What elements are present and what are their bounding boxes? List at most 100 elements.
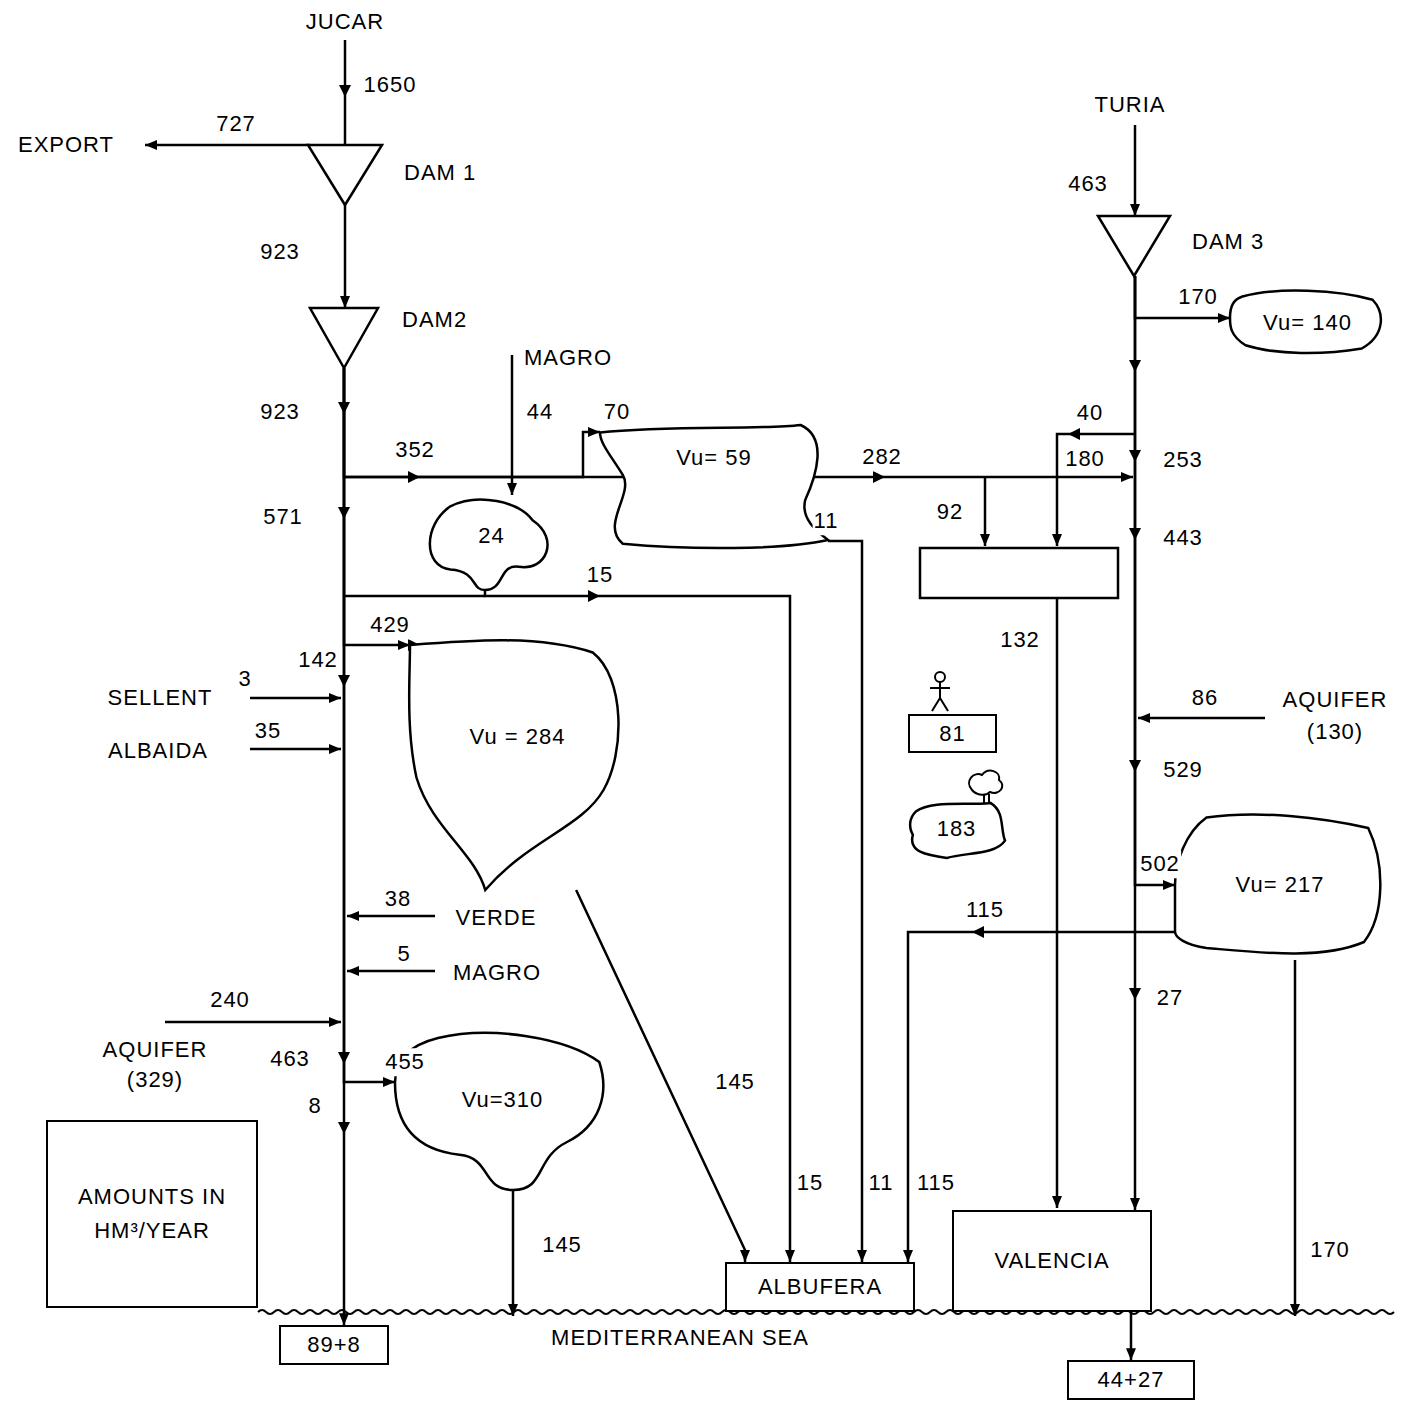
diagram-label: 8 [307, 1092, 322, 1120]
node-text: Vu= 217 [1236, 871, 1325, 899]
diagram-label: 571 [262, 503, 304, 531]
flow-amount: 70 [603, 398, 631, 426]
irrigated-area-outline [1230, 291, 1381, 353]
diagram-label: MAGRO [452, 959, 542, 987]
irrigated-area: Vu=310 [395, 1030, 610, 1190]
irrigated-area-outline [600, 425, 828, 548]
irrigated-area-outline [409, 640, 618, 890]
demand-area-outline [910, 803, 1005, 858]
diagram-label: 92 [936, 498, 964, 526]
dam-triangle: DAM2 [310, 308, 378, 368]
flow-connector [344, 368, 410, 645]
diagram-label: 27 [1156, 984, 1184, 1012]
supply-line [984, 477, 987, 546]
diagram-label: 132 [999, 626, 1041, 654]
flow-arrow [873, 471, 885, 483]
irrigated-area-outline [410, 640, 625, 890]
diagram-label: VERDE [455, 904, 538, 932]
irrigated-area-outline [600, 425, 828, 550]
flow-arrows [338, 85, 1141, 1134]
node-text: VALENCIA [994, 1247, 1109, 1275]
flow-connector [1135, 276, 1230, 318]
node-text: 89+8 [307, 1331, 361, 1359]
dam-triangle-outline [1098, 216, 1170, 276]
diagram-label: 3 [237, 665, 252, 693]
diagram-label: 170 [1309, 1236, 1351, 1264]
units-note: AMOUNTS IN HM³/YEAR [46, 1120, 258, 1308]
diagram-label: 463 [269, 1045, 311, 1073]
diagram-label: (130) [1306, 718, 1364, 746]
dam-name: DAM 1 [404, 159, 476, 187]
irrigated-area: Vu= 140 [1230, 290, 1385, 355]
diagram-label: 5 [396, 940, 411, 968]
flow-amount: 115 [965, 896, 1005, 924]
dam-name: DAM 3 [1192, 228, 1264, 256]
diagram-label: 38 [384, 885, 412, 913]
sea-outflow [1294, 960, 1297, 1316]
diagram-label: 529 [1162, 756, 1204, 784]
flow-amount: 11 [813, 507, 840, 535]
diagram-label: 15 [796, 1169, 824, 1197]
node-text: 44+27 [1098, 1366, 1165, 1394]
flow-amount: 145 [714, 1068, 756, 1096]
city-supply-line [1056, 598, 1059, 1208]
diagram-label: (329) [126, 1066, 184, 1094]
diagram-label: 180 [1064, 445, 1106, 473]
diagram-label: 352 [394, 436, 436, 464]
dam-triangle-outline [308, 145, 382, 205]
node-text: Vu = 284 [470, 723, 566, 751]
dam-triangle: DAM 3 [1098, 216, 1170, 276]
diagram-label: MAGRO [523, 344, 613, 372]
person-icon [930, 682, 950, 711]
dam-triangle-outline [310, 308, 378, 368]
diagram-label: JUCAR [305, 8, 385, 36]
outflow-box: 44+27 [1067, 1360, 1195, 1400]
flow-connector [344, 368, 395, 1082]
outflow-box: 89+8 [279, 1325, 389, 1365]
irrigated-area: 24 [423, 497, 560, 590]
diagram-label: ALBAIDA [107, 737, 209, 765]
diagram-label: 115 [916, 1169, 956, 1197]
city-box: VALENCIA [952, 1210, 1152, 1312]
flow-amount: 923 [259, 238, 301, 266]
diagram-label: 142 [297, 646, 339, 674]
river-lines [145, 40, 1295, 1316]
albaida-inflow [250, 748, 341, 751]
flow-amount: 170 [1177, 283, 1219, 311]
demand-box: 81 [908, 714, 997, 754]
lagoon-box: ALBUFERA [725, 1262, 915, 1312]
node-text: Vu= 140 [1263, 309, 1352, 337]
flow-arrow [1068, 428, 1080, 440]
diagram-label: EXPORT [17, 131, 115, 159]
diagram-label: TURIA [1094, 91, 1167, 119]
diagram-label: 145 [541, 1231, 583, 1259]
flow-connector [1135, 276, 1175, 885]
diagram-label: 44 [526, 398, 554, 426]
dam-triangle: DAM 1 [308, 145, 382, 205]
flow-connector [828, 541, 862, 1262]
irrigated-area: Vu= 217 [1175, 810, 1385, 960]
flow-connector [1130, 1312, 1133, 1360]
person-icon [935, 672, 945, 682]
diagram-label: 923 [259, 398, 301, 426]
treatment-box [920, 548, 1118, 598]
diagram-label: 35 [254, 717, 282, 745]
flow-connector [344, 368, 600, 477]
aquifer-inflow [165, 1021, 341, 1024]
node-text: 81 [939, 720, 965, 748]
diagram-label: 1650 [363, 71, 418, 99]
sellent-inflow [250, 697, 341, 700]
dam-triangle-outline [1098, 216, 1170, 276]
flow-amount: 502 [1139, 850, 1181, 878]
dam-name: DAM2 [402, 306, 467, 334]
verde-inflow [347, 915, 435, 918]
diagram-label: 240 [209, 986, 251, 1014]
flow-connector [344, 205, 347, 308]
node-text: 24 [478, 522, 504, 550]
diagram-label: 282 [861, 443, 903, 471]
diagram-label: AQUIFER [102, 1036, 209, 1064]
export-line [145, 144, 310, 147]
turia-inflow [1134, 125, 1137, 216]
node-text: ALBUFERA [758, 1273, 882, 1301]
